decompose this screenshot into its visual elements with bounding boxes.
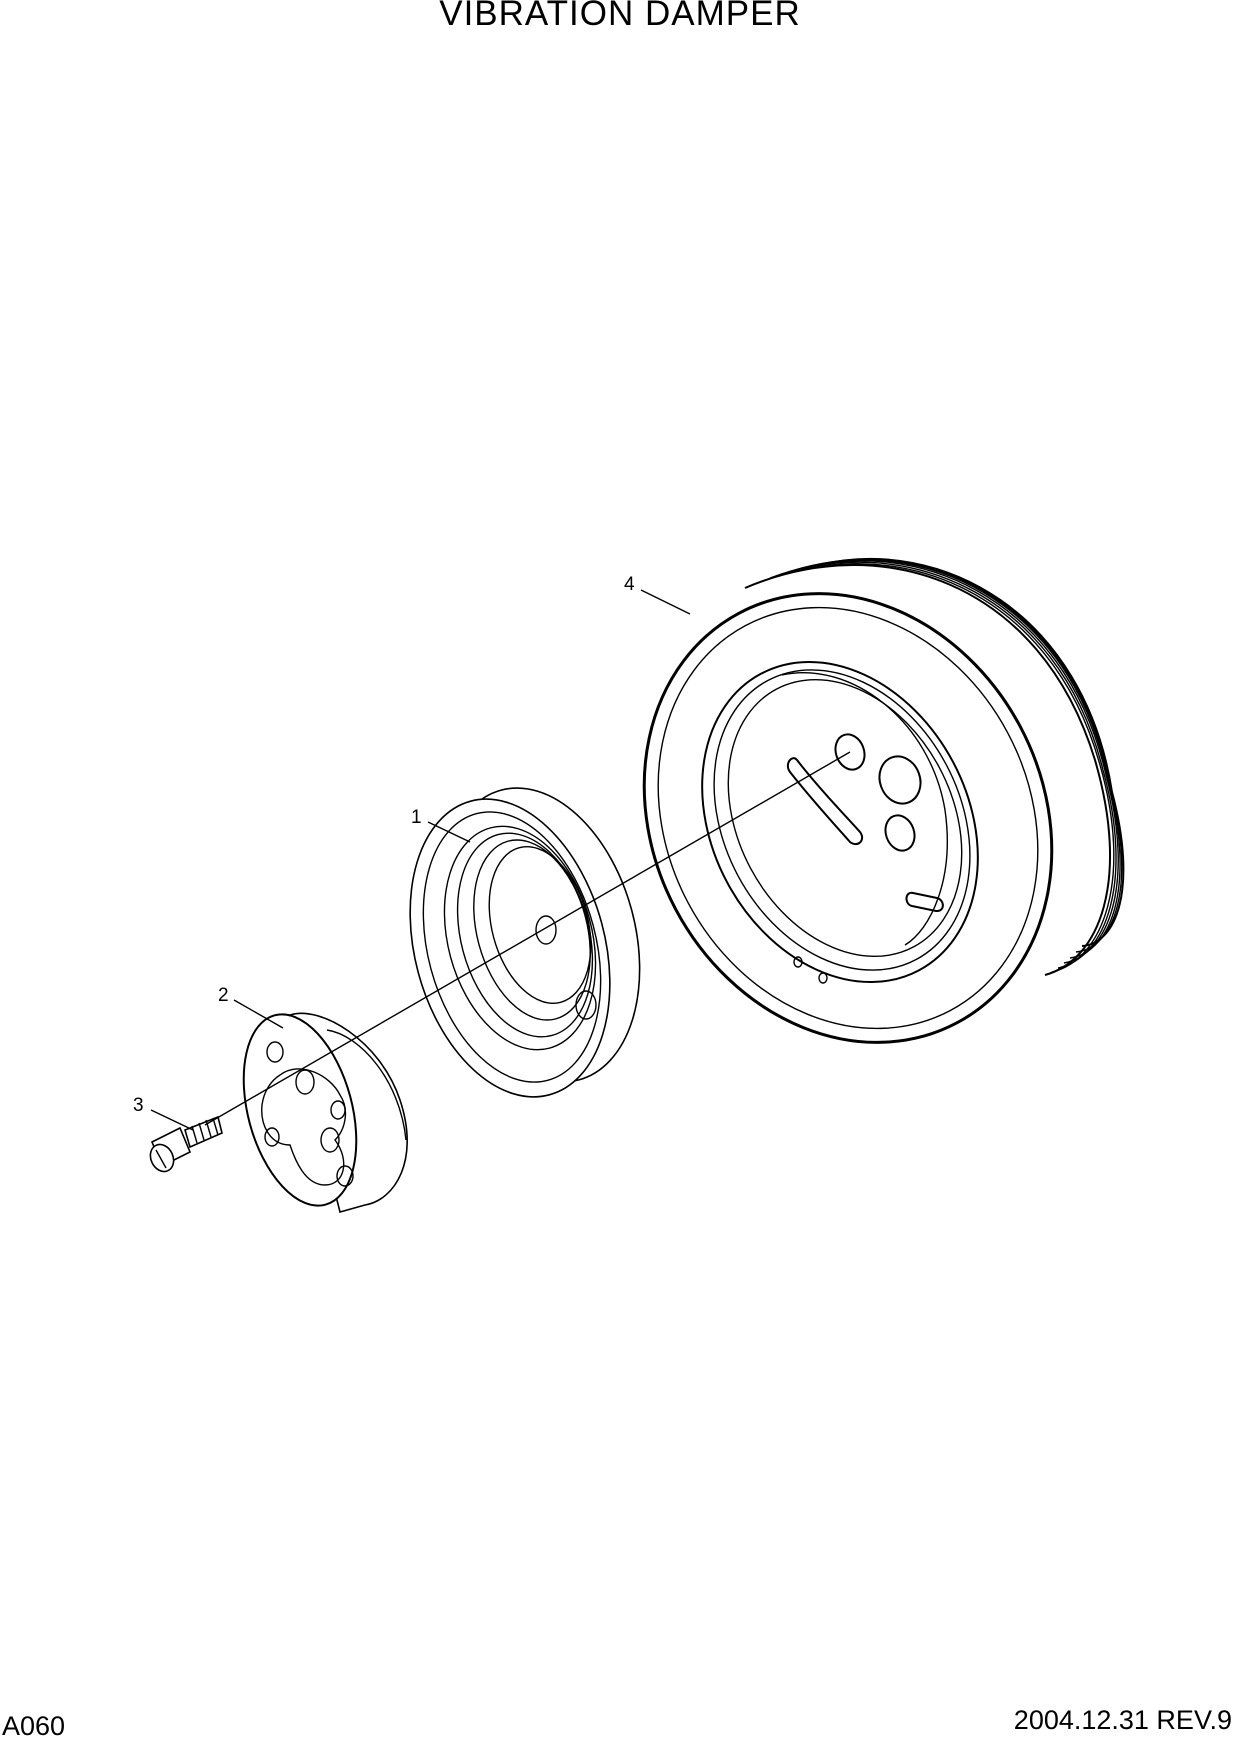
- callout-1: 1: [411, 807, 471, 843]
- bolt-part: [149, 1115, 223, 1173]
- callout-4-label: 4: [624, 574, 635, 595]
- assembly-axis-line: [204, 751, 851, 1126]
- callout-2-label: 2: [218, 985, 229, 1006]
- pulley-part: [409, 787, 641, 1098]
- callout-4: 4: [624, 574, 691, 615]
- callout-3: 3: [133, 1095, 194, 1131]
- page-code: A060: [2, 1711, 66, 1741]
- vibration-damper-part: [642, 557, 1125, 1044]
- revision-date: 2004.12.31 REV.9: [1013, 1705, 1232, 1735]
- spacer-part: [242, 1012, 408, 1213]
- page-title: VIBRATION DAMPER: [439, 0, 801, 33]
- callout-1-label: 1: [411, 807, 422, 828]
- callout-3-label: 3: [133, 1095, 144, 1116]
- callout-2: 2: [218, 985, 284, 1029]
